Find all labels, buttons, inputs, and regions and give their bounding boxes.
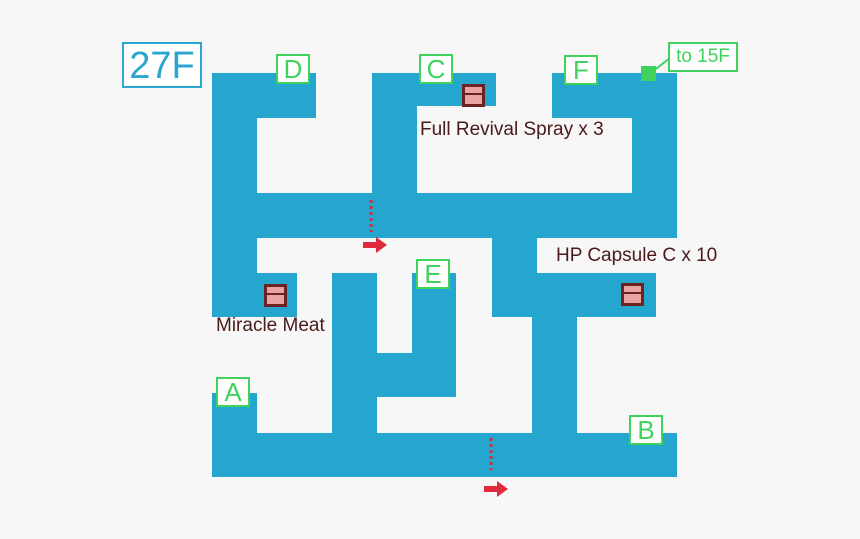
corridor [412,273,456,397]
corridor [212,433,677,477]
marker-e: E [416,259,450,289]
marker-b: B [629,415,663,445]
item-label-miracle-meat: Miracle Meat [216,315,325,336]
exit-leader-line [651,57,671,73]
exit-stairs-icon [641,66,656,81]
chest-icon [264,284,287,307]
arrow-right-icon [363,237,387,253]
corridor [212,193,677,238]
floor-number: 27F [122,42,202,88]
corridor [632,73,677,238]
chest-icon [462,84,485,107]
chest-icon [621,283,644,306]
item-label-hp-capsule: HP Capsule C x 10 [556,245,718,266]
marker-d: D [276,54,310,84]
exit-label: to 15F [668,42,738,72]
corridor-layout [212,73,677,477]
marker-f: F [564,55,598,85]
marker-c: C [419,54,453,84]
marker-a: A [216,377,250,407]
arrow-right-icon [484,481,508,497]
corridor [212,393,257,477]
item-label-full-revival: Full Revival Spray x 3 [420,119,604,140]
